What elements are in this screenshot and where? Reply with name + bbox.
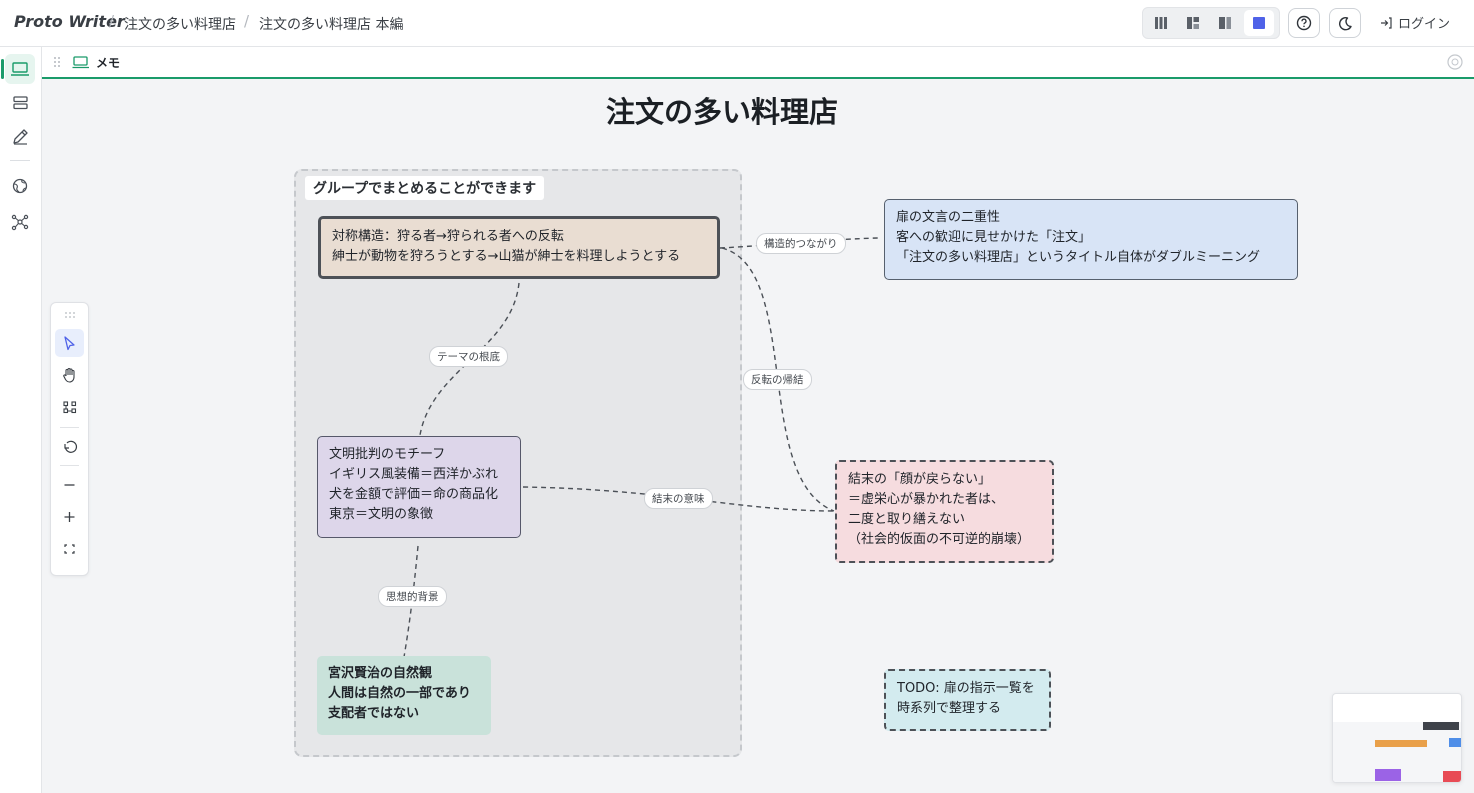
node-connect-icon [63, 401, 77, 414]
node-text: 文明批判のモチーフ [329, 447, 446, 462]
node-nature-view[interactable]: 宮沢賢治の自然観 人間は自然の一部であり 支配者ではない [317, 656, 491, 735]
node-text: 東京＝文明の象徴 [329, 507, 434, 522]
activity-sidebar [0, 47, 42, 793]
node-text: ＝虚栄心が暴かれた者は、 [848, 492, 1005, 507]
node-text: TODO: 扉の指示一覧を [897, 681, 1035, 696]
toolbar-divider [60, 465, 79, 466]
cursor-icon [64, 336, 75, 351]
breadcrumb-separator: / [109, 12, 115, 30]
mindmap-canvas[interactable]: 注文の多い料理店 グループでまとめることができます 構造的つながり テーマの根底… [42, 79, 1474, 793]
node-text: 対称構造：狩る者→狩られる者への反転 [332, 229, 564, 244]
layout-split-button[interactable] [1178, 10, 1208, 36]
sidebar-item-memo[interactable] [1, 54, 35, 84]
laptop-icon [11, 62, 29, 76]
node-symmetry[interactable]: 対称構造：狩る者→狩られる者への反転 紳士が動物を狩ろうとする→山猫が紳士を料理… [318, 216, 720, 279]
pencil-icon [13, 129, 28, 145]
node-text: 扉の文言の二重性 [896, 210, 1001, 225]
layout-single-button[interactable] [1244, 10, 1274, 36]
edge-label-ideology[interactable]: 思想的背景 [378, 586, 447, 607]
panel-help-icon[interactable] [1446, 53, 1464, 71]
sidebar-item-world[interactable] [5, 171, 35, 201]
dark-mode-button[interactable] [1329, 8, 1361, 38]
app-brand[interactable]: Proto Writer [14, 12, 125, 31]
laptop-icon [72, 56, 89, 69]
hand-icon [63, 367, 75, 383]
node-text: 宮沢賢治の自然観 [328, 666, 433, 681]
connect-tool-button[interactable] [55, 393, 84, 421]
layout-three-column-button[interactable] [1146, 10, 1176, 36]
edge-layer [403, 237, 879, 658]
edge-label-reversal[interactable]: 反転の帰結 [743, 369, 812, 390]
minimap-node [1423, 722, 1459, 730]
canvas-toolbar [50, 302, 89, 576]
node-text: 結末の「顔が戻らない」 [848, 472, 992, 487]
plus-icon [64, 512, 75, 522]
minus-icon [64, 484, 75, 486]
node-todo[interactable]: TODO: 扉の指示一覧を 時系列で整理する [884, 669, 1051, 731]
sidebar-divider [10, 160, 30, 161]
graph-nodes-icon [11, 214, 29, 231]
globe-icon [12, 178, 28, 194]
zoom-in-button[interactable] [55, 503, 84, 531]
undo-icon [64, 440, 78, 453]
node-door-wording[interactable]: 扉の文言の二重性 客への歓迎に見せかけた「注文」 「注文の多い料理店」というタイ… [884, 199, 1298, 280]
node-text: 紳士が動物を狩ろうとする→山猫が紳士を料理しようとする [332, 249, 681, 264]
node-text: 人間は自然の一部であり [328, 686, 471, 701]
panel-header: メモ [42, 47, 1474, 79]
node-text: 支配者ではない [328, 706, 420, 721]
fit-view-icon [64, 544, 75, 554]
minimap-node [1375, 740, 1427, 747]
three-column-icon [1155, 17, 1167, 29]
login-label: ログイン [1398, 17, 1451, 32]
toolbar-drag-handle-icon[interactable] [64, 311, 76, 319]
sidebar-item-layers[interactable] [5, 88, 35, 118]
single-pane-icon [1253, 17, 1265, 29]
edge-ideology [403, 545, 419, 658]
edge-label-theme[interactable]: テーマの根底 [429, 346, 508, 367]
two-column-icon [1219, 17, 1231, 29]
sidebar-item-graph[interactable] [5, 207, 35, 237]
layout-two-column-button[interactable] [1210, 10, 1240, 36]
edge-label-ending-meaning[interactable]: 結末の意味 [644, 488, 713, 509]
undo-button[interactable] [55, 433, 84, 461]
minimap-node [1443, 771, 1461, 782]
help-button[interactable] [1288, 8, 1320, 38]
top-bar: Proto Writer / 注文の多い料理店 / 注文の多い料理店 本編 ログ… [0, 0, 1474, 47]
node-ending[interactable]: 結末の「顔が戻らない」 ＝虚栄心が暴かれた者は、 二度と取り繕えない （社会的仮… [835, 460, 1054, 563]
node-text: 時系列で整理する [897, 701, 1002, 716]
fit-view-button[interactable] [55, 535, 84, 563]
node-text: 客への歓迎に見せかけた「注文」 [896, 230, 1092, 245]
node-text: （社会的仮面の不可逆的崩壊） [848, 532, 1031, 547]
layout-switcher [1142, 7, 1280, 39]
sidebar-item-edit[interactable] [5, 122, 35, 152]
edge-label-structural[interactable]: 構造的つながり [756, 233, 846, 254]
breadcrumb-document[interactable]: 注文の多い料理店 本編 [259, 17, 404, 33]
pan-tool-button[interactable] [55, 361, 84, 389]
moon-icon [1339, 17, 1352, 31]
minimap[interactable] [1332, 693, 1462, 783]
minimap-node [1449, 738, 1461, 747]
help-icon [1296, 15, 1312, 31]
panel-title: メモ [96, 56, 121, 70]
drag-handle-icon[interactable] [52, 55, 62, 69]
group-label: グループでまとめることができます [305, 176, 545, 200]
login-icon [1380, 17, 1392, 29]
page-title: 注文の多い料理店 [605, 95, 838, 129]
node-civilization[interactable]: 文明批判のモチーフ イギリス風装備＝西洋かぶれ 犬を金額で評価＝命の商品化 東京… [317, 436, 521, 538]
zoom-out-button[interactable] [55, 471, 84, 499]
breadcrumb-separator: / [244, 12, 250, 30]
minimap-node [1375, 769, 1401, 781]
node-text: 「注文の多い料理店」というタイトル自体がダブルミーニング [896, 250, 1261, 265]
breadcrumb-project[interactable]: 注文の多い料理店 [124, 17, 236, 33]
split-layout-icon [1187, 17, 1199, 29]
node-text: 二度と取り繕えない [848, 512, 966, 527]
layers-icon [13, 96, 28, 110]
login-link[interactable]: ログイン [1380, 13, 1450, 32]
node-text: 犬を金額で評価＝命の商品化 [329, 487, 499, 502]
toolbar-divider [60, 427, 79, 428]
node-text: イギリス風装備＝西洋かぶれ [329, 467, 499, 482]
select-tool-button[interactable] [55, 329, 84, 357]
